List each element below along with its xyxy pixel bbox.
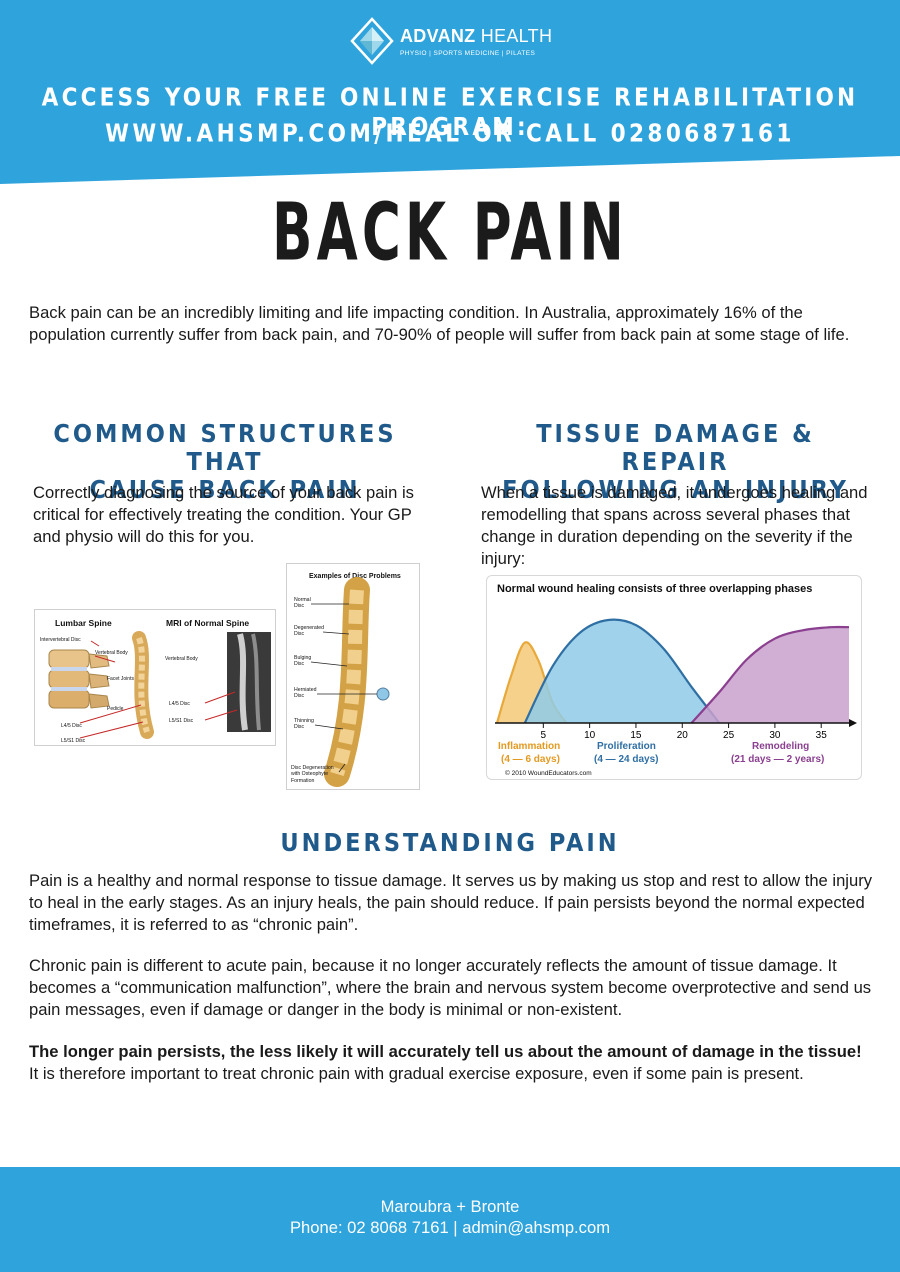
series-area-proliferation	[524, 619, 720, 723]
svg-text:L5/S1 Disc: L5/S1 Disc	[61, 738, 86, 744]
x-tick-label-20: 20	[677, 730, 689, 741]
x-tick-label-35: 35	[816, 730, 828, 741]
structures-text: Correctly diagnosing the source of your …	[33, 483, 414, 546]
disc-figure-title: Examples of Disc Problems	[309, 573, 401, 580]
svg-text:Herniated: Herniated	[294, 687, 317, 693]
series-area-remodeling	[691, 626, 849, 723]
svg-text:Vertebral Body: Vertebral Body	[95, 650, 128, 656]
legend-proliferation-range: (4 — 24 days)	[594, 754, 658, 765]
x-tick-layer: 5 10 15 20 25 30 35	[541, 723, 828, 741]
svg-text:Vertebral Body: Vertebral Body	[165, 656, 198, 662]
brand-tagline: PHYSIO | SPORTS MEDICINE | PILATES	[400, 49, 536, 57]
svg-text:Disc: Disc	[294, 631, 304, 637]
svg-text:L4/5 Disc: L4/5 Disc	[169, 701, 190, 707]
legend-proliferation: Proliferation	[597, 741, 656, 752]
chart-series-layer	[495, 618, 850, 724]
legend-inflammation: Inflammation	[498, 741, 560, 752]
tissue-heading: TISSUE DAMAGE & REPAIR FOLLOWING AN INJU…	[502, 419, 849, 504]
x-tick-label-10: 10	[584, 730, 596, 741]
healing-chart: Normal wound healing consists of three o…	[486, 575, 862, 780]
legend-inflammation-range: (4 — 6 days)	[501, 754, 560, 765]
footer-location: Maroubra + Bronte	[380, 1197, 520, 1216]
spine-figure: Lumbar Spine MRI of Normal Spine Interve…	[34, 609, 276, 746]
intro-paragraph: Back pain can be an incredibly limiting …	[29, 303, 850, 344]
svg-text:Degenerated: Degenerated	[294, 625, 324, 631]
brand[interactable]: ADVANZ HEALTH PHYSIO | SPORTS MEDICINE |…	[350, 16, 552, 66]
svg-text:Intervertebral Disc: Intervertebral Disc	[40, 637, 81, 643]
mri-image	[227, 632, 271, 732]
svg-text:Formation: Formation	[291, 778, 314, 784]
footer-contact[interactable]: Phone: 02 8068 7161 | admin@ahsmp.com	[289, 1218, 611, 1237]
x-tick-label-30: 30	[769, 730, 781, 741]
diamond-logo-icon	[350, 17, 394, 65]
disc-label-normal: Normal	[294, 597, 311, 603]
header-banner: ADVANZ HEALTH PHYSIO | SPORTS MEDICINE |…	[0, 0, 900, 186]
svg-text:with Osteophyte: with Osteophyte	[291, 771, 328, 777]
pain-paragraph-3: The longer pain persists, the less likel…	[29, 1042, 862, 1083]
pain-paragraph-2: Chronic pain is different to acute pain,…	[29, 956, 872, 1019]
x-tick-label-5: 5	[541, 730, 547, 741]
lumbar-spine-illustration	[48, 649, 110, 709]
svg-text:Disc: Disc	[294, 661, 304, 667]
banner-line-1: ACCESS YOUR FREE ONLINE EXERCISE REHABIL…	[41, 82, 859, 142]
footer: Maroubra + Bronte Phone: 02 8068 7161 | …	[0, 1167, 900, 1272]
spine-title-right: MRI of Normal Spine	[166, 618, 249, 628]
structures-heading: COMMON STRUCTURES THAT CAUSE BACK PAIN	[53, 419, 397, 504]
legend-remodeling-range: (21 days — 2 years)	[731, 754, 824, 765]
pain-paragraph-1: Pain is a healthy and normal response to…	[29, 871, 873, 934]
spine-title-left: Lumbar Spine	[55, 618, 112, 628]
svg-text:L5/S1 Disc: L5/S1 Disc	[169, 718, 194, 724]
series-line-remodeling	[690, 625, 850, 724]
header-background	[0, 0, 900, 184]
x-tick-label-25: 25	[723, 730, 735, 741]
spine-side-illustration	[132, 631, 154, 739]
svg-text:L4/5 Disc: L4/5 Disc	[61, 723, 82, 729]
svg-text:Disc: Disc	[294, 693, 304, 699]
series-line-proliferation	[523, 618, 721, 724]
svg-text:Disc Degeneration: Disc Degeneration	[291, 765, 334, 771]
svg-text:Pedicle: Pedicle	[107, 706, 124, 712]
disc-problems-figure: Examples of Disc Problems Normal Disc De…	[286, 563, 420, 790]
chart-title: Normal wound healing consists of three o…	[497, 583, 812, 595]
tissue-text: When a tissue is damaged, it undergoes h…	[481, 483, 868, 568]
svg-text:Disc: Disc	[294, 603, 304, 609]
page-title: BACK PAIN	[272, 185, 628, 279]
chart-copyright: © 2010 WoundEducators.com	[505, 769, 592, 777]
svg-text:Bulging: Bulging	[294, 655, 311, 661]
brand-name: ADVANZ HEALTH	[400, 25, 553, 46]
svg-text:Thinning: Thinning	[294, 718, 314, 724]
x-tick-label-15: 15	[630, 730, 642, 741]
pain-emphasis: The longer pain persists, the less likel…	[29, 1042, 862, 1061]
svg-text:Facet Joints: Facet Joints	[107, 676, 134, 682]
svg-text:Disc: Disc	[294, 724, 304, 730]
understanding-heading: UNDERSTANDING PAIN	[280, 828, 620, 857]
legend-remodeling: Remodeling	[752, 741, 809, 752]
x-axis-arrow-icon	[849, 719, 857, 727]
banner-line-2[interactable]: WWW.AHSMP.COM/HEAL OR CALL 0280687161	[105, 118, 795, 148]
